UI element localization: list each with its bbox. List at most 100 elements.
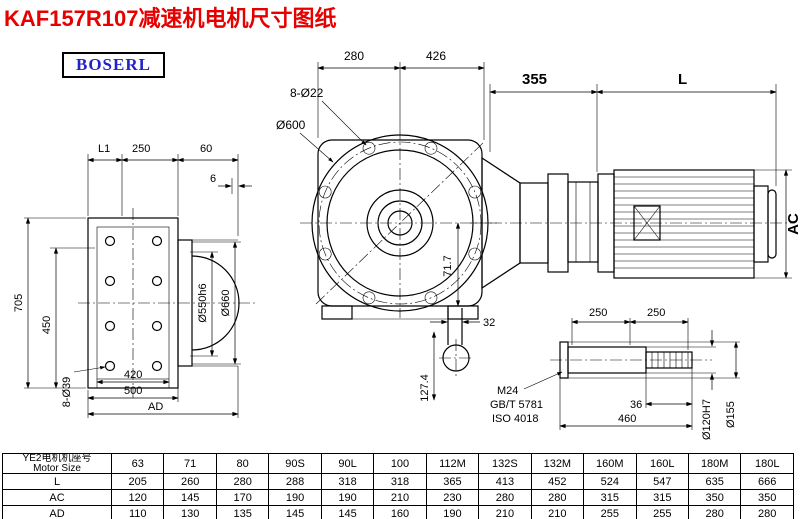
dim-420-label: 420 xyxy=(124,369,142,381)
dim-250a-label: 250 xyxy=(589,307,607,319)
brand-logo: BOSERL xyxy=(62,52,165,78)
column-header: 90L xyxy=(320,453,375,474)
dimension-value-cell: 190 xyxy=(320,489,375,506)
dim-l1-label: L1 xyxy=(98,143,110,155)
dimension-value-cell: 350 xyxy=(687,489,742,506)
dimension-value-cell: 280 xyxy=(687,505,742,519)
column-header: 63 xyxy=(110,453,165,474)
dimension-value-cell: 145 xyxy=(163,489,217,506)
motor-side-view: 355 L AC xyxy=(470,71,800,290)
dim-450-label: 450 xyxy=(41,316,53,334)
dimension-value-cell: 280 xyxy=(740,505,794,519)
header-line1: YE2电机机座号 xyxy=(22,453,92,464)
note-iso4018: ISO 4018 xyxy=(492,413,538,425)
dimension-value-cell: 145 xyxy=(320,505,375,519)
dim-355-label: 355 xyxy=(522,71,547,88)
column-header: 180L xyxy=(740,453,794,474)
dimension-value-cell: 210 xyxy=(373,489,427,506)
dimension-value-cell: 318 xyxy=(373,473,427,490)
dimension-value-cell: 315 xyxy=(583,489,637,506)
column-header: 112M xyxy=(425,453,480,474)
dimension-value-cell: 210 xyxy=(530,505,585,519)
column-header: 100 xyxy=(373,453,427,474)
column-header: 160L xyxy=(635,453,689,474)
bolt-note-8d22: 8-Ø22 xyxy=(290,86,324,100)
left-view: L1 250 60 6 705 450 Ø550h6 Ø660 xyxy=(13,143,258,418)
dimension-value-cell: 145 xyxy=(268,505,322,519)
column-header: 90S xyxy=(268,453,322,474)
dimension-value-cell: 110 xyxy=(110,505,165,519)
dimension-value-cell: 130 xyxy=(163,505,217,519)
dim-d660-label: Ø660 xyxy=(220,290,232,317)
dimension-value-cell: 315 xyxy=(635,489,689,506)
column-header: 132M xyxy=(530,453,585,474)
dim-426-label: 426 xyxy=(426,49,446,63)
dim-ad-label: AD xyxy=(148,401,163,413)
front-view: 280 426 8-Ø22 Ø600 71.7 32 127.4 xyxy=(276,49,500,402)
column-header: 80 xyxy=(215,453,270,474)
dimension-value-cell: 365 xyxy=(425,473,480,490)
dimension-value-cell: 413 xyxy=(478,473,532,490)
dim-d600-label: Ø600 xyxy=(276,118,306,132)
dimension-value-cell: 318 xyxy=(320,473,375,490)
row-label: L xyxy=(2,473,112,490)
dimension-value-cell: 255 xyxy=(583,505,637,519)
dim-705-label: 705 xyxy=(13,294,25,312)
dim-60-label: 60 xyxy=(200,143,212,155)
dimension-value-cell: 452 xyxy=(530,473,585,490)
dimension-value-cell: 280 xyxy=(530,489,585,506)
column-header: 160M xyxy=(583,453,637,474)
page-title: KAF157R107减速机电机尺寸图纸 xyxy=(4,6,337,31)
dimension-value-cell: 210 xyxy=(478,505,532,519)
dimension-value-cell: 547 xyxy=(635,473,689,490)
dimension-value-cell: 524 xyxy=(583,473,637,490)
dim-L-label: L xyxy=(678,71,687,88)
dim-6-label: 6 xyxy=(210,173,216,185)
dimension-value-cell: 190 xyxy=(268,489,322,506)
table-corner-header: YE2电机机座号 Motor Size xyxy=(2,453,112,474)
row-label: AD xyxy=(2,505,112,519)
bolt-note-8d39: 8-Ø39 xyxy=(61,377,73,408)
column-header: 180M xyxy=(687,453,742,474)
dim-250b-label: 250 xyxy=(647,307,665,319)
dimension-value-cell: 350 xyxy=(740,489,794,506)
dimension-value-cell: 190 xyxy=(425,505,480,519)
header-line2: Motor Size xyxy=(33,462,81,474)
note-m24: M24 xyxy=(497,385,518,397)
dim-d155-label: Ø155 xyxy=(725,401,737,428)
dimension-value-cell: 230 xyxy=(425,489,480,506)
dimension-value-cell: 280 xyxy=(478,489,532,506)
dim-71-7-label: 71.7 xyxy=(442,255,454,276)
dim-250-label: 250 xyxy=(132,143,150,155)
dimension-value-cell: 135 xyxy=(215,505,270,519)
dimension-value-cell: 170 xyxy=(215,489,270,506)
dim-d120h7-label: Ø120H7 xyxy=(701,399,713,440)
row-label: AC xyxy=(2,489,112,506)
dim-280-label: 280 xyxy=(344,49,364,63)
dim-AC-label: AC xyxy=(785,213,800,235)
column-header: 132S xyxy=(478,453,532,474)
dimension-value-cell: 160 xyxy=(373,505,427,519)
dim-500-label: 500 xyxy=(124,385,142,397)
dim-36-label: 36 xyxy=(630,399,642,411)
dimension-value-cell: 635 xyxy=(687,473,742,490)
dimension-value-cell: 120 xyxy=(110,489,165,506)
dimension-value-cell: 288 xyxy=(268,473,322,490)
technical-drawing: 280 426 8-Ø22 Ø600 71.7 32 127.4 xyxy=(13,49,800,440)
dimension-value-cell: 205 xyxy=(110,473,165,490)
dim-32-label: 32 xyxy=(483,317,495,329)
dimension-value-cell: 255 xyxy=(635,505,689,519)
dim-d550h6-label: Ø550h6 xyxy=(197,283,209,322)
dimension-value-cell: 260 xyxy=(163,473,217,490)
note-gbt5781: GB/T 5781 xyxy=(490,399,543,411)
dim-127-4-label: 127.4 xyxy=(419,374,431,402)
dimension-value-cell: 666 xyxy=(740,473,794,490)
dim-460-label: 460 xyxy=(618,413,636,425)
shaft-detail: 250 250 M24 GB/T 5781 ISO 4018 36 460 Ø1… xyxy=(490,307,740,440)
